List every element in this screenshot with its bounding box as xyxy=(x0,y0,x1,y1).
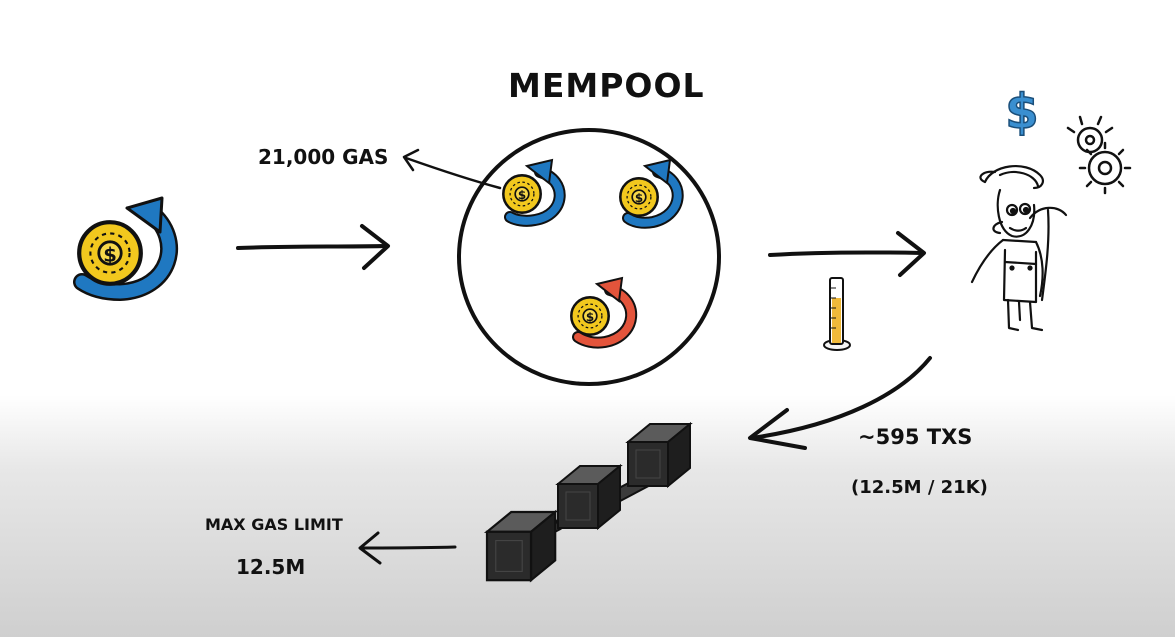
block-tx-formula-label: (12.5M / 21K) xyxy=(851,477,988,498)
arrow-to-mempool xyxy=(236,224,390,270)
incoming-transaction-icon xyxy=(73,196,179,302)
arrow-to-blockchain xyxy=(748,356,932,450)
block-tx-estimate-label: ~595 TXS xyxy=(858,425,973,449)
transaction-gas-label: 21,000 GAS xyxy=(258,145,389,169)
mempool-rejected-transaction-icon xyxy=(570,276,638,349)
svg-text:$: $ xyxy=(1005,84,1038,140)
dollar-sign-icon: $ xyxy=(1005,83,1040,141)
gears-icon xyxy=(1066,115,1132,195)
mempool-transaction-icon xyxy=(502,158,566,227)
miner-icon xyxy=(970,165,1068,332)
gas-meter-icon xyxy=(823,277,851,351)
mempool-title: MEMPOOL xyxy=(508,66,705,105)
gas-limit-label: MAX GAS LIMIT xyxy=(205,515,343,534)
gas-limit-value: 12.5M xyxy=(236,555,306,579)
mempool-transaction-icon xyxy=(619,158,684,229)
blockchain-icon xyxy=(485,423,691,582)
arrow-to-gas-limit xyxy=(358,531,457,565)
arrow-to-gas-label xyxy=(402,148,502,190)
arrow-to-miner xyxy=(768,231,926,277)
